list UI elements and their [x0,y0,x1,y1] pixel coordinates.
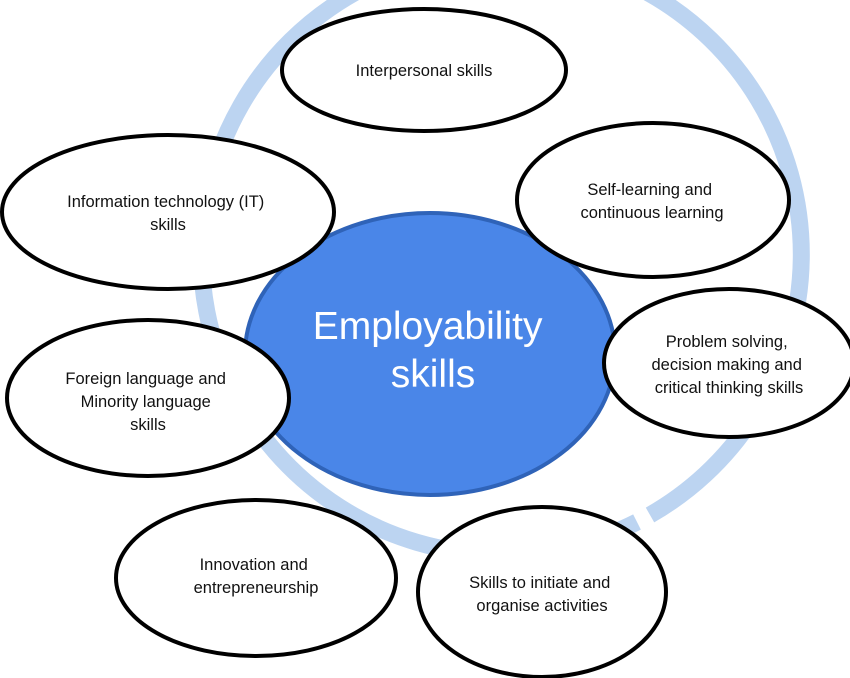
connecting-ring [192,0,810,563]
node-label-line: Minority language [81,393,211,411]
node-innovation: Innovation and entrepreneurship [114,498,398,658]
node-label-line: skills [130,416,166,434]
node-label-line: Information technology (IT) [67,193,264,211]
node-label: Skills to initiate and organise activiti… [469,574,615,615]
node-label-line: Interpersonal skills [356,62,493,80]
node-label-line: Innovation and [200,556,308,574]
node-label: Information technology (IT) skills [67,193,269,234]
node-information-technology: Information technology (IT) skills [0,133,336,291]
node-problem-solving: Problem solving, decision making and cri… [602,287,850,439]
node-ellipse [5,318,291,478]
node-label-line: decision making and [651,356,801,374]
node-label-line: Problem solving, [666,333,788,351]
node-self-learning: Self-learning and continuous learning [515,121,791,279]
node-ellipse [0,133,336,291]
node-label-line: Skills to initiate and [469,574,610,592]
node-ellipse [114,498,398,658]
node-initiate-organise: Skills to initiate and organise activiti… [416,505,668,678]
center-label-line: Employability [313,305,543,348]
node-label: Interpersonal skills [356,62,493,80]
node-label: Problem solving, decision making and cri… [651,333,806,397]
node-ellipse [280,7,568,133]
node-label: Self-learning and continuous learning [580,181,723,222]
node-label-line: critical thinking skills [655,379,804,397]
node-label-line: organise activities [476,597,607,615]
node-label: Innovation and entrepreneurship [194,556,319,597]
node-foreign-language: Foreign language and Minority language s… [5,318,291,478]
node-ellipse [416,505,668,678]
node-ellipse [602,287,850,439]
node-label-line: Self-learning and [587,181,712,199]
node-label: Foreign language and Minority language s… [65,370,230,434]
center-label: Employability skills [313,305,554,396]
node-interpersonal: Interpersonal skills [280,7,568,133]
node-label-line: entrepreneurship [194,579,319,597]
center-node: Employability skills [243,211,617,497]
node-ellipse [515,121,791,279]
node-label-line: Foreign language and [65,370,226,388]
center-label-line: skills [391,353,476,396]
node-label-line: skills [150,216,186,234]
node-label-line: continuous learning [580,204,723,222]
